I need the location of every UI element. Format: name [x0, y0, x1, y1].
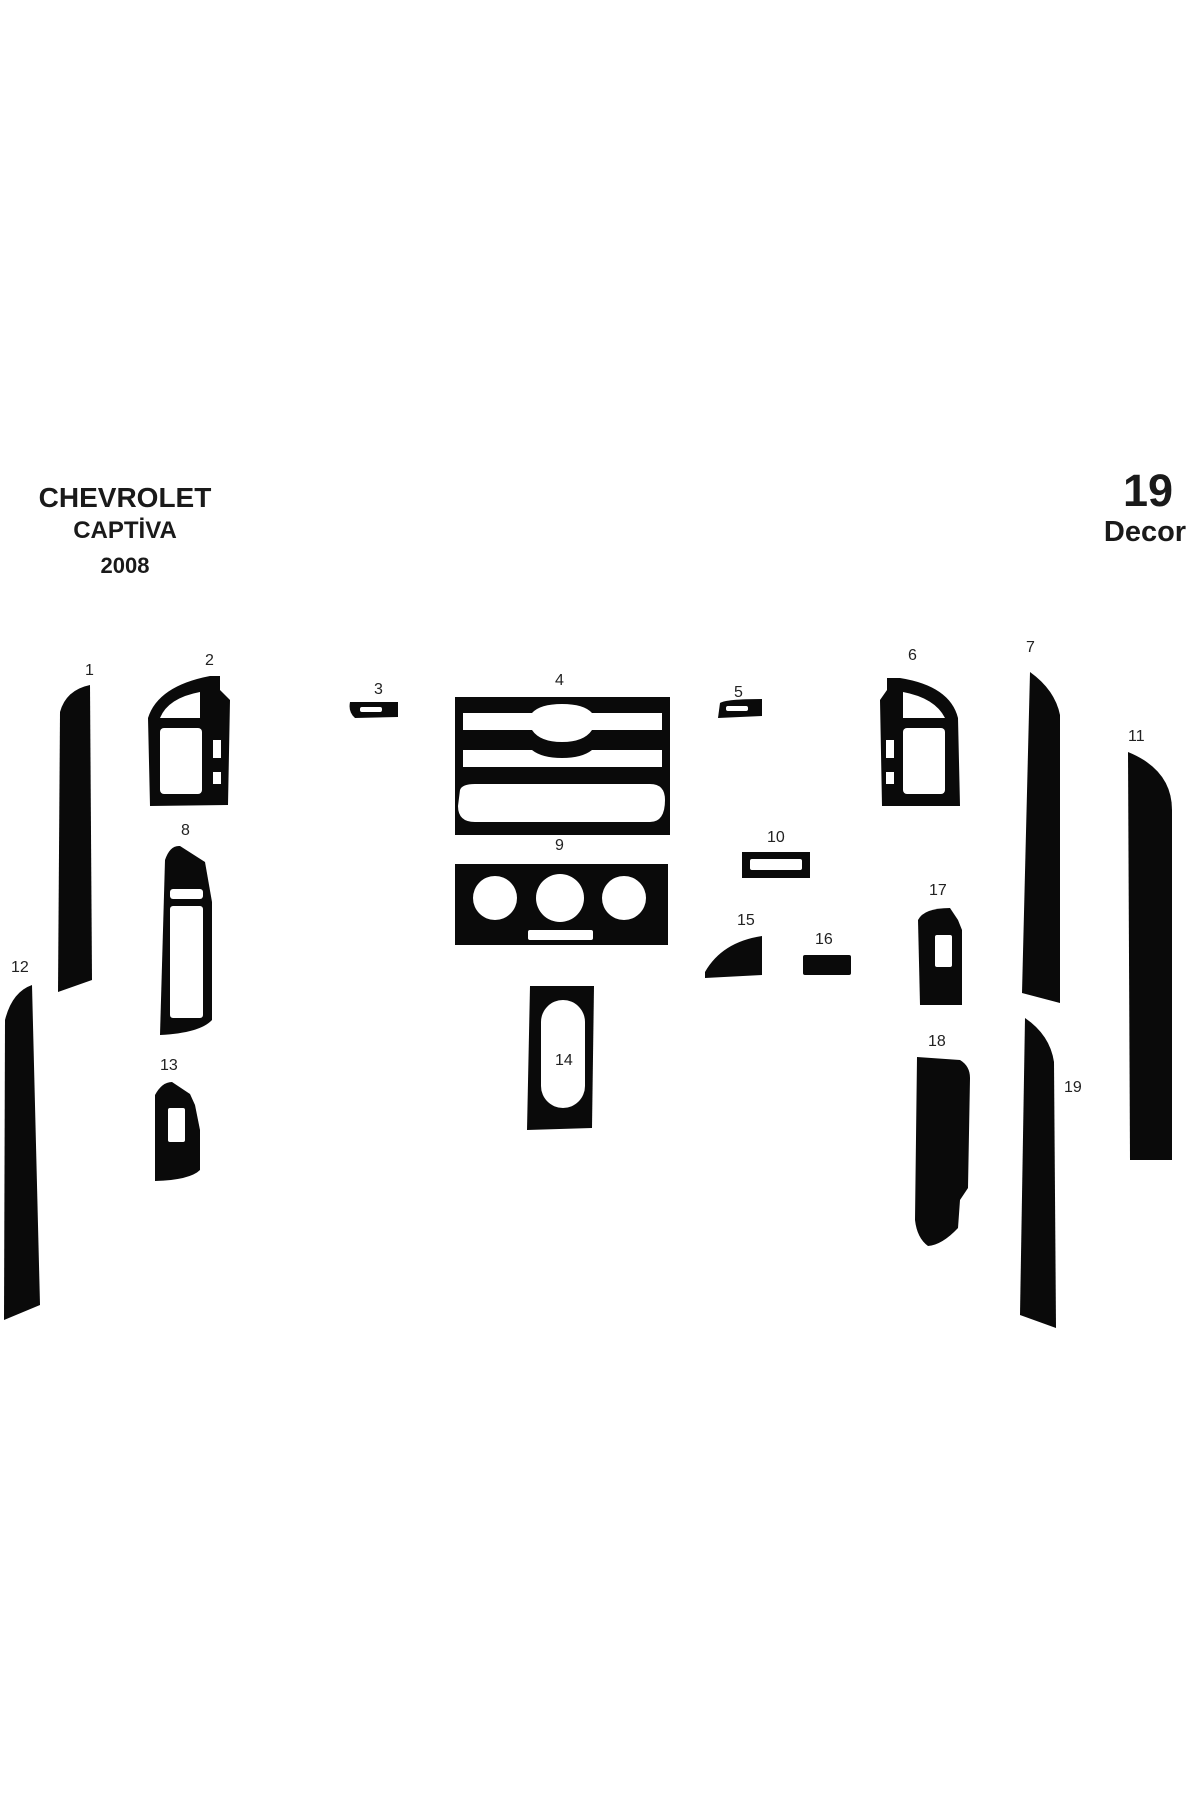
part-1-number: 1: [85, 662, 94, 679]
part-7: 7: [1022, 639, 1060, 1003]
part-8: 8: [160, 822, 212, 1035]
part-2: 2: [148, 652, 230, 806]
part-3: 3: [349, 681, 398, 718]
part-2-number: 2: [205, 652, 214, 669]
part-19-number: 19: [1064, 1079, 1082, 1096]
part-12: 12: [4, 959, 40, 1320]
car-brand: CHEVROLET: [38, 482, 212, 513]
part-5-number: 5: [734, 684, 743, 701]
part-16-number: 16: [815, 931, 833, 948]
part-15-number: 15: [737, 912, 755, 929]
piece-count: 19: [1122, 465, 1174, 516]
part-14-number: 14: [555, 1052, 573, 1069]
part-18-number: 18: [928, 1033, 946, 1050]
part-5: 5: [718, 684, 762, 718]
part-17-number: 17: [929, 882, 947, 899]
part-8-number: 8: [181, 822, 190, 839]
part-4: 4: [455, 672, 670, 835]
part-16: 16: [803, 931, 851, 975]
part-11-number: 11: [1128, 728, 1145, 745]
part-13-number: 13: [160, 1057, 178, 1074]
part-7-number: 7: [1026, 639, 1035, 656]
part-9: 9: [455, 837, 668, 945]
part-10-number: 10: [767, 829, 785, 846]
part-14: 14: [527, 986, 594, 1130]
part-19: 19: [1020, 1018, 1082, 1328]
part-3-number: 3: [374, 681, 383, 698]
part-10: 10: [742, 829, 810, 878]
part-6-number: 6: [908, 647, 917, 664]
part-13: 13: [155, 1057, 200, 1181]
part-18: 18: [915, 1033, 970, 1246]
car-model: CAPTİVA: [73, 517, 177, 544]
part-9-number: 9: [555, 837, 564, 854]
part-4-number: 4: [555, 672, 564, 689]
part-12-number: 12: [11, 959, 29, 976]
part-1: 1: [58, 662, 94, 992]
part-15: 15: [705, 912, 762, 978]
part-17: 17: [918, 882, 962, 1005]
part-11: 11: [1128, 728, 1172, 1160]
model-year: 2008: [100, 553, 150, 578]
part-6: 6: [880, 647, 960, 806]
product-label: Decor: [1103, 516, 1187, 548]
